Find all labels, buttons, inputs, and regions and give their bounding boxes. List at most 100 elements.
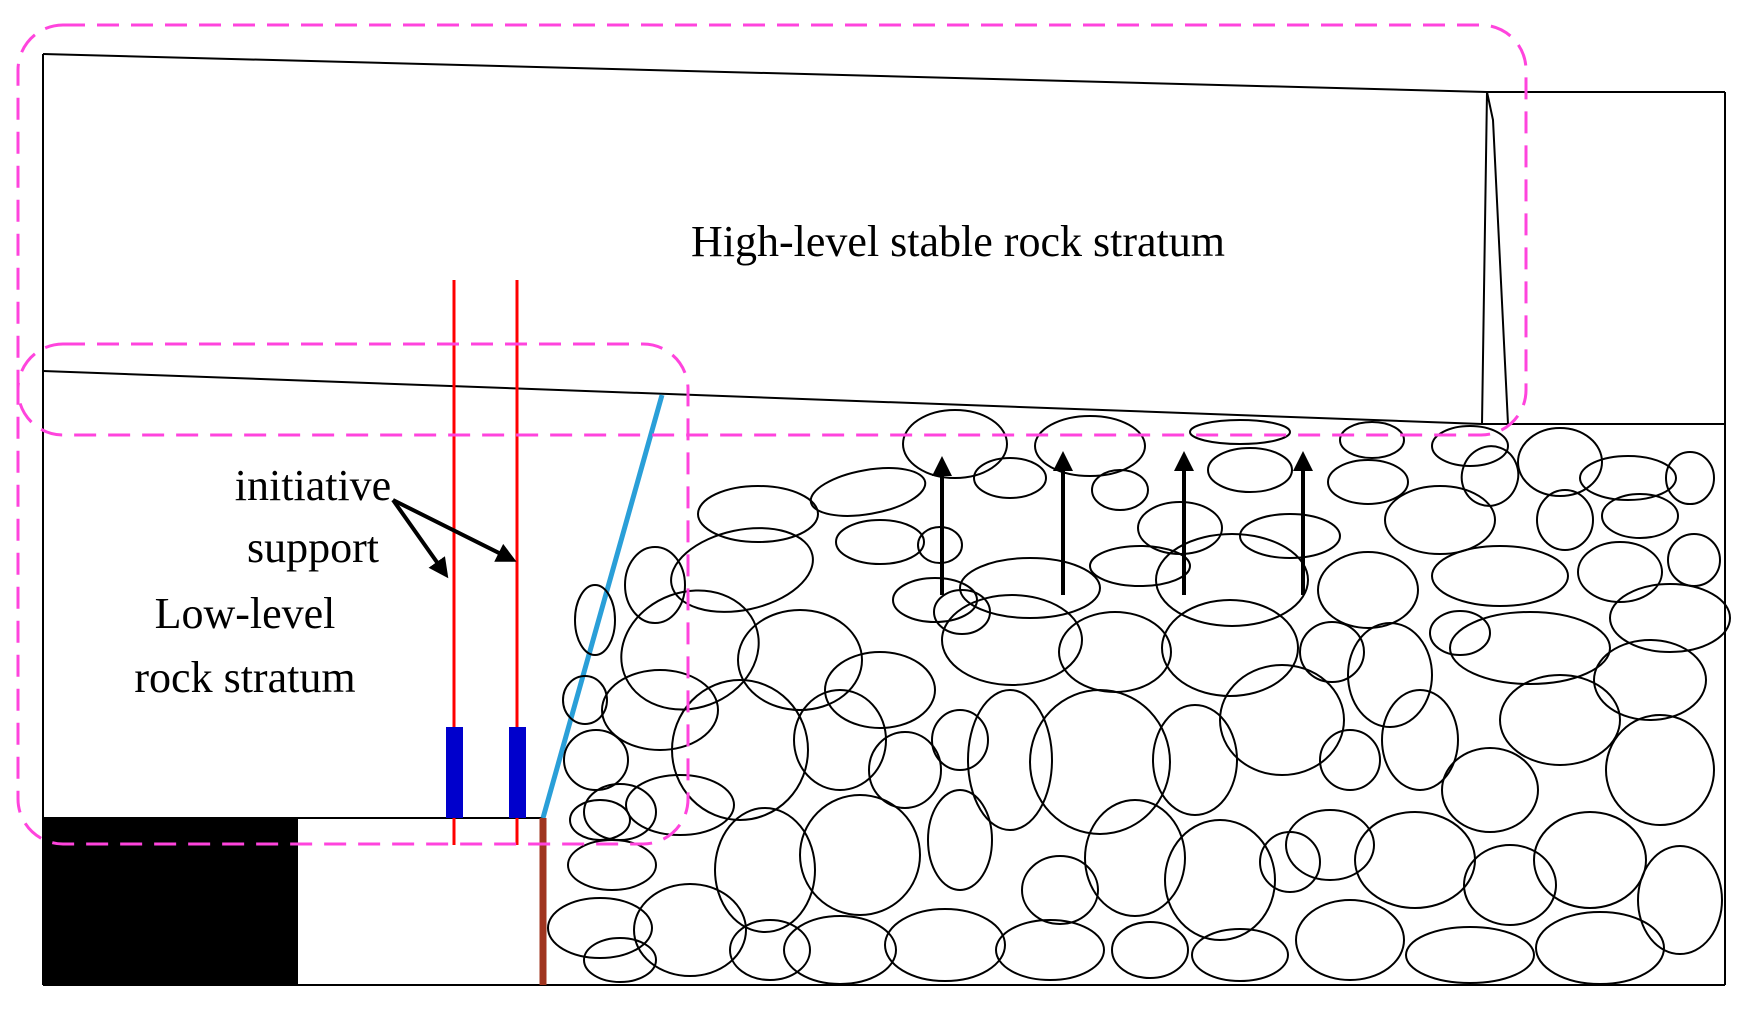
rock-fragment [1021,855,1099,925]
rock-fragment [1091,469,1149,511]
rock-fragment [1499,674,1621,766]
rock-fragment [1431,425,1509,467]
rock-fragment [1601,493,1679,539]
rock-fragment [1667,533,1721,587]
rock-fragment [620,589,760,711]
callout-arrow-right [392,498,517,562]
support-base-left [446,727,463,818]
rock-fragment [1058,611,1172,693]
rock-fragment [1327,459,1409,505]
rock-fragment [697,485,819,543]
rock-fragment [902,409,1008,479]
rock-fragment [1577,541,1663,603]
rock-fragment [1579,455,1677,501]
caved-rock-pile [547,409,1731,985]
initiative-support-label-line1: initiative [235,461,391,510]
rock-fragment [1219,664,1345,776]
rock-fragment [1319,729,1381,791]
rock-fragment [671,679,809,821]
hydraulic-shield [540,394,665,819]
rock-fragment [1441,747,1539,833]
rock-fragment [1665,451,1715,505]
rock-fragment [933,589,991,635]
rock-fragment [959,557,1101,619]
rock-fragment [1259,831,1321,893]
rock-fragment [1339,421,1405,459]
rock-fragment [583,783,657,841]
callout-arrow-left [391,498,449,579]
rock-fragment [1161,599,1299,697]
rock-fragment [1449,611,1611,685]
rock-fragment [1609,583,1731,653]
rock-fragment [729,919,811,981]
rock-fragment [1431,545,1569,607]
rock-fragment [927,789,993,891]
rock-fragment [967,689,1053,831]
upward-pressure-arrows [932,451,1313,595]
rock-fragment [868,731,942,809]
rock-fragment [1207,447,1293,493]
rock-fragment [1111,921,1189,979]
rock-fragment [809,467,927,517]
rock-fragment [835,519,925,565]
rock-fragment [601,669,719,751]
support-base-right [509,727,526,818]
low-level-stratum-outline [16,342,690,846]
rock-fragment [1463,844,1557,926]
rock-fragment [1155,533,1309,627]
rock-fragment [624,546,686,624]
rock-fragment [569,799,631,841]
rock-fragment [1189,419,1291,445]
rock-fragment [1460,445,1520,507]
initiative-support-label-line2: support [247,523,379,572]
rock-fragment [1084,799,1186,917]
rock-fragment [547,897,653,959]
rock-fragment [1152,704,1238,816]
rock-fragment [1429,610,1491,656]
rock-fragment [884,908,1006,982]
rock-fragment [941,594,1083,686]
rock-fragment [567,839,657,891]
rock-fragment [1535,911,1665,985]
rock-fragment [1405,926,1535,984]
rock-fragment [574,584,616,656]
rock-fragment [1354,811,1476,909]
rock-fragment [1536,489,1594,551]
rock-fragment [1593,639,1707,721]
rock-fragment [633,883,747,977]
rock-fragment [1191,928,1289,982]
rock-fragment [737,609,863,711]
rock-fragment [1384,485,1496,555]
rock-fragment [1637,845,1723,955]
rock-fragment [1164,819,1276,941]
rock-fragment [783,915,897,985]
rock-fragment [1381,689,1459,791]
rock-fragment [1605,714,1715,826]
rock-fragment [793,689,887,791]
rock-fragment [670,527,814,613]
rock-fragment [1317,551,1419,629]
rock-fragment [799,794,921,916]
rock-fragment [625,774,735,836]
rock-fragment [995,919,1105,981]
rock-fragment [824,651,936,729]
rock-fragment [562,675,608,725]
rock-fragment [714,807,816,933]
low-level-stratum-label-line2: rock stratum [134,653,355,702]
callout-arrows [391,498,517,579]
rock-fragment [1299,621,1365,683]
rock-fragment [1285,809,1375,881]
rock-fragment [1239,513,1341,559]
rock-fragment [1089,545,1191,587]
rock-fragment [1517,427,1603,497]
rock-fragment [1295,899,1405,981]
rock-fragment [973,457,1047,499]
high-level-stratum-label: High-level stable rock stratum [691,217,1225,266]
rock-fragment [1029,689,1171,835]
rock-fragment [1034,415,1146,477]
rock-fragment [931,709,989,771]
rock-fragment [1347,622,1433,728]
rock-fragment [1533,811,1647,909]
high-level-stratum-outline [16,23,1528,437]
